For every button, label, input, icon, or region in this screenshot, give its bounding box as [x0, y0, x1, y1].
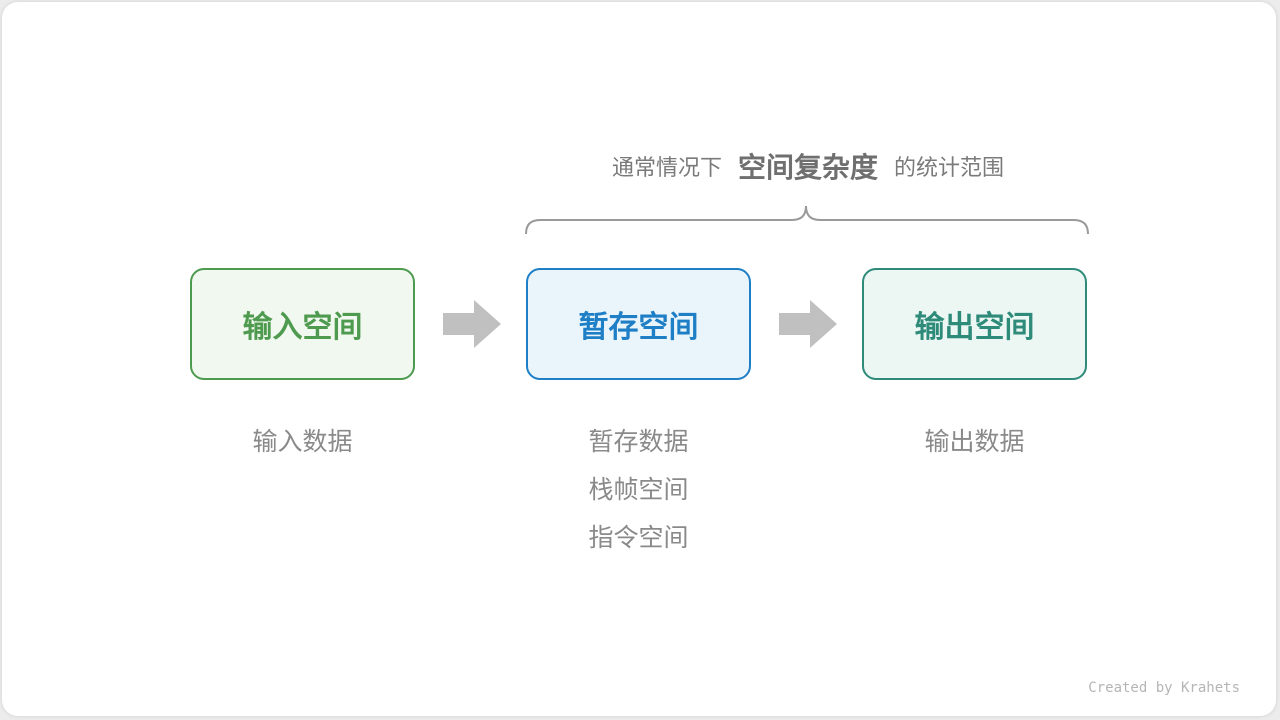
note-instruction: 指令空间 — [588, 523, 689, 552]
scope-heading: 通常情况下 空间复杂度 的统计范围 — [560, 140, 1056, 192]
arrow-right-icon — [443, 300, 501, 348]
input-notes: 输入数据 — [190, 418, 415, 466]
heading-emphasis: 空间复杂度 — [737, 151, 878, 184]
temp-notes: 暂存数据 栈帧空间 指令空间 — [526, 418, 751, 562]
note-temp-data: 暂存数据 — [588, 427, 689, 456]
brace-path — [525, 205, 1089, 235]
note-input-data: 输入数据 — [252, 427, 353, 456]
arrow-right-icon — [779, 300, 837, 348]
heading-suffix: 的统计范围 — [894, 156, 1005, 181]
input-space-label: 输入空间 — [242, 310, 363, 345]
input-space-box: 输入空间 — [190, 268, 415, 380]
scope-brace — [525, 205, 1089, 235]
heading-prefix: 通常情况下 — [611, 156, 722, 181]
output-space-label: 输出空间 — [914, 310, 1035, 345]
note-output-data: 输出数据 — [924, 427, 1025, 456]
output-space-box: 输出空间 — [862, 268, 1087, 380]
output-notes: 输出数据 — [862, 418, 1087, 466]
note-stack-frame: 栈帧空间 — [588, 475, 689, 504]
credit-text: Created by Krahets — [1088, 680, 1240, 696]
temp-space-box: 暂存空间 — [526, 268, 751, 380]
temp-space-label: 暂存空间 — [578, 310, 699, 345]
